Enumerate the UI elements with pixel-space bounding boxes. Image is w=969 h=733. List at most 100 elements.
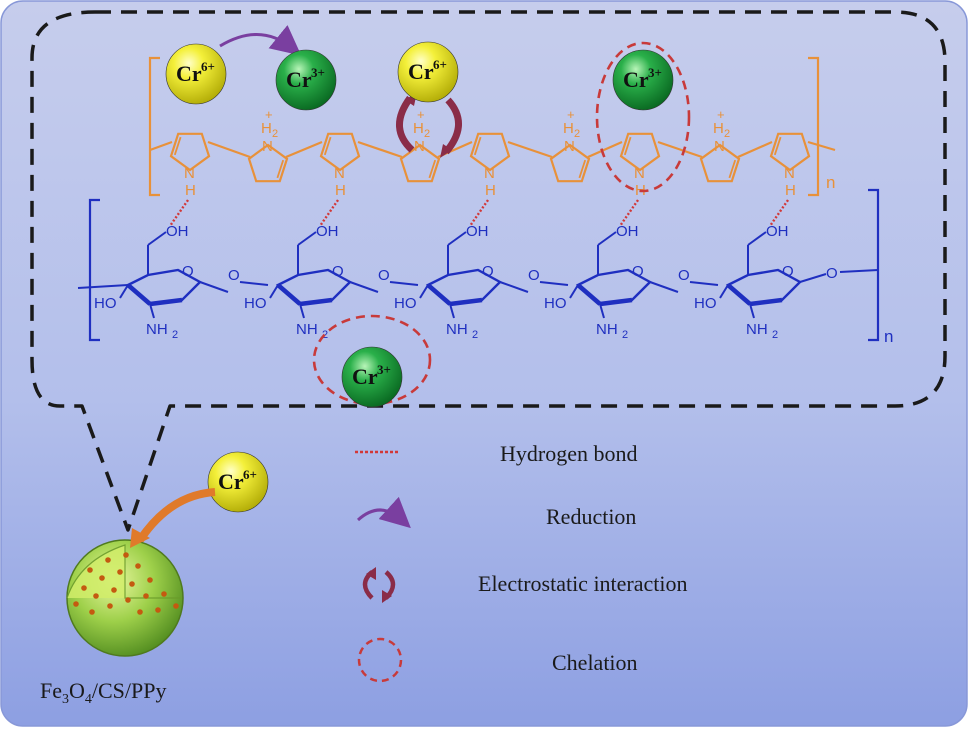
sphere-dot-20: [73, 601, 79, 607]
ppy-h2-sub-4: 2: [424, 128, 430, 140]
sphere-dot-11: [147, 577, 153, 583]
cr3-ion-left-ball: [275, 49, 337, 111]
ppy-left-bracket: [148, 56, 160, 197]
electrostatic-arrows: [396, 92, 462, 158]
sphere-cutaway: [66, 544, 182, 599]
ppy-end-right: [807, 140, 836, 152]
chitosan-ring-o-2: O: [332, 263, 344, 280]
chitosan-front-edge2-3: [449, 297, 483, 307]
sphere-dot-3: [123, 552, 129, 558]
chitosan-nh2-sub-1: 2: [172, 329, 178, 341]
ppy-end-left: [149, 140, 173, 152]
ppy-repeat-n: n: [826, 173, 835, 192]
chitosan-chain: [88, 188, 880, 342]
chitosan-end-bond: [799, 273, 827, 283]
chitosan-link-o-2: O: [378, 267, 390, 284]
ppy-ring-4: [399, 143, 441, 183]
chitosan-link-a-3: [499, 281, 529, 293]
ppy-plus-8: +: [717, 107, 725, 122]
sphere-dot-14: [143, 593, 149, 599]
hydrogen-bonds: [169, 199, 789, 227]
cr3-ion-left-label: Cr: [286, 67, 312, 92]
ppy-h-label-1: H: [185, 182, 196, 199]
ppy-double-bond-3: [323, 136, 332, 156]
composite-label: Fe3O4/CS/PPy: [40, 678, 167, 707]
sphere-dot-8: [93, 593, 99, 599]
chitosan-ring-o-4: O: [632, 263, 644, 280]
sphere-dot-6: [117, 569, 123, 575]
sphere-dot-13: [125, 597, 131, 603]
sphere-dot-1: [87, 567, 93, 573]
chitosan-oh-bond-1: [147, 231, 167, 246]
sphere-dot-16: [89, 609, 95, 615]
ppy-ring-2: [247, 143, 289, 183]
ppy-h-label-5: H: [485, 182, 496, 199]
sphere-dot-19: [173, 603, 179, 609]
ppy-n-label-9: N: [784, 165, 795, 182]
cr3-ion-chelated-cs-label: Cr: [352, 364, 378, 389]
ppy-link-3: [357, 140, 403, 159]
ppy-h-label-9: H: [785, 182, 796, 199]
sphere-dot-10: [129, 581, 135, 587]
ppy-double-bond-1: [173, 136, 182, 156]
chitosan-oh-3: OH: [466, 223, 489, 240]
sphere-dot-2: [105, 557, 111, 563]
ppy-h2-label-2: H: [261, 120, 272, 137]
ppy-h2-label-8: H: [713, 120, 724, 137]
ppy-n-label-8: N: [714, 138, 725, 155]
reduction-arrow: [219, 25, 302, 56]
chitosan-oh-bond-2: [297, 231, 317, 246]
legend: Hydrogen bond Reduction Electrostatic in…: [355, 441, 688, 683]
cr3-ion-chelated-cs-ball: [341, 346, 403, 408]
legend-label-chelation: Chelation: [552, 650, 638, 675]
ppy-h2-sub-8: 2: [724, 128, 730, 140]
cr3-ion-chelated-ppy-charge: 3+: [648, 65, 662, 80]
chitosan-nh2-3: NH: [446, 321, 468, 338]
cr3-ion-chelated-cs-charge: 3+: [377, 362, 391, 377]
chitosan-nh2-bond-5: [749, 303, 755, 319]
hydrogen-bond-2: [319, 199, 339, 227]
chitosan-front-edge2-1: [149, 297, 183, 307]
ppy-n-label-6: N: [564, 138, 575, 155]
sphere-dot-18: [155, 607, 161, 613]
chitosan-nh2-bond-4: [599, 303, 605, 319]
chitosan-oh-4: OH: [616, 223, 639, 240]
chitosan-link-o-1: O: [228, 267, 240, 284]
chitosan-front-edge-1: [126, 283, 152, 306]
chitosan-link-a-1: [199, 281, 229, 293]
hydrogen-bond-1: [169, 199, 189, 227]
chitosan-end-right: [839, 269, 879, 273]
chitosan-front-edge-3: [426, 283, 452, 306]
chitosan-ho-4: HO: [544, 295, 567, 312]
cs-repeat-n: n: [884, 327, 893, 346]
sphere-dot-15: [161, 591, 167, 597]
cr3-ion-left-charge: 3+: [311, 65, 325, 80]
chitosan-ho-bond-2: [269, 284, 279, 299]
legend-label-hydrogen-bond: Hydrogen bond: [500, 441, 637, 466]
chitosan-front-edge-4: [576, 283, 602, 306]
chitosan-link-b-3: [539, 281, 569, 286]
composite-particle: [66, 539, 184, 657]
chitosan-front-edge2-4: [599, 297, 633, 307]
chitosan-link-b-4: [689, 281, 719, 286]
chitosan-ho-bond-5: [719, 284, 729, 299]
ppy-n-label-2: N: [262, 138, 273, 155]
sphere-dot-9: [111, 587, 117, 593]
electrostatic-symbol: [362, 567, 396, 603]
chitosan-nh2-bond-3: [449, 303, 455, 319]
ppy-ring-9: [769, 132, 811, 172]
chitosan-ho-bond-3: [419, 284, 429, 299]
cr6-ion-bottom-ball: [207, 451, 269, 513]
chitosan-link-a-4: [649, 281, 679, 293]
ppy-double-bond-2: [276, 159, 285, 179]
chitosan-ho-bond-4: [569, 284, 579, 299]
